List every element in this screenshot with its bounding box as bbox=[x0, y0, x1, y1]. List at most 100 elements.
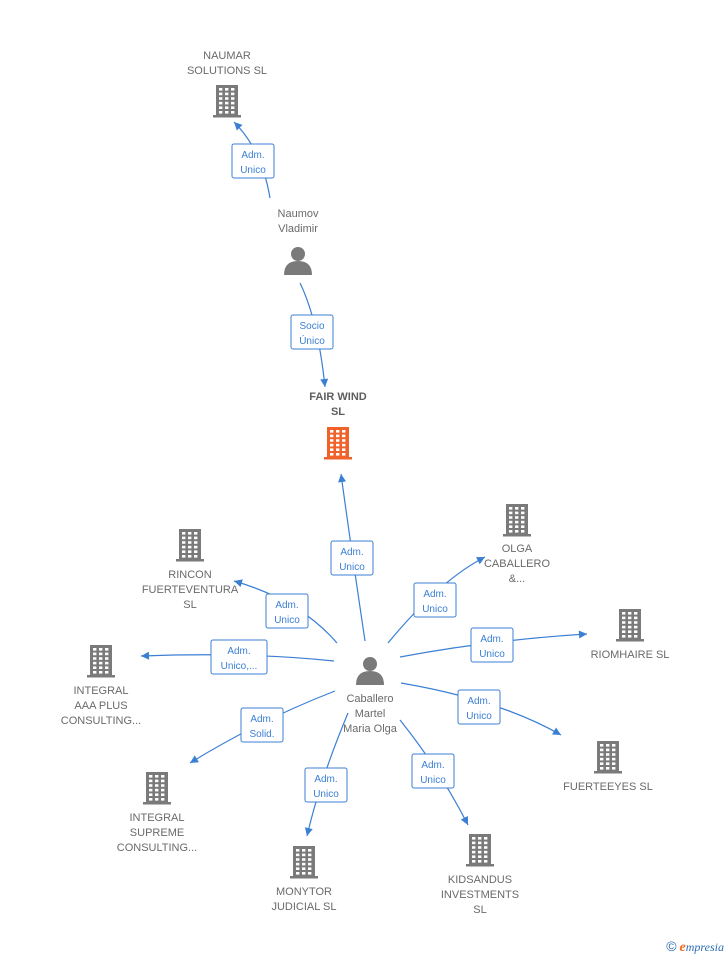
node-label-line: SL bbox=[331, 406, 345, 418]
edge-label-box bbox=[210, 639, 268, 675]
empresia-logo[interactable]: ©empresia bbox=[666, 938, 724, 956]
edge-label[interactable]: Adm. Unico bbox=[304, 767, 348, 803]
edge-label[interactable]: Adm.Unico bbox=[231, 143, 275, 179]
person-icon bbox=[356, 657, 384, 685]
node-label-line: OLGA bbox=[502, 543, 533, 555]
node-label-line: KIDSANDUS bbox=[448, 874, 512, 886]
edge-label[interactable]: Adm.Unico bbox=[413, 582, 457, 618]
node-monytor[interactable]: MONYTOR JUDICIAL SL bbox=[271, 846, 337, 913]
edge-label[interactable]: Adm. Solid. bbox=[240, 707, 284, 743]
node-naumar[interactable]: NAUMAR SOLUTIONS SL bbox=[187, 50, 267, 118]
edge-caballero-olga: Adm.Unico bbox=[387, 556, 486, 644]
edge-label[interactable]: Adm. Unico bbox=[330, 540, 374, 576]
arrowhead-icon bbox=[190, 755, 199, 763]
edge-label-line: Adm. bbox=[275, 600, 298, 611]
edge-label-line: Adm. bbox=[314, 774, 337, 785]
edge-label-line: Unico bbox=[313, 789, 339, 800]
node-label-line: SL bbox=[183, 599, 196, 611]
edge-label-box bbox=[413, 582, 457, 618]
arrowhead-icon bbox=[460, 816, 468, 825]
arrowhead-icon bbox=[304, 827, 313, 836]
person-icon bbox=[284, 247, 312, 275]
building-icon bbox=[143, 772, 171, 805]
building-icon bbox=[176, 529, 204, 562]
edge-label-line: Unico bbox=[422, 604, 448, 615]
edge-label-box bbox=[304, 767, 348, 803]
node-label-line: CONSULTING... bbox=[61, 715, 141, 727]
node-label-line: Vladimir bbox=[278, 223, 318, 235]
arrowhead-icon bbox=[476, 557, 485, 565]
node-olga[interactable]: OLGACABALLERO&... bbox=[484, 504, 550, 585]
edge-label[interactable]: Adm. Unico bbox=[265, 593, 309, 629]
arrowhead-icon bbox=[578, 630, 587, 639]
building-icon bbox=[290, 846, 318, 879]
edge-label-line: Unico bbox=[339, 562, 365, 573]
node-label-line: RIOMHAIRE SL bbox=[591, 649, 670, 661]
node-label-line: SOLUTIONS SL bbox=[187, 65, 267, 77]
brand-initial: e bbox=[679, 940, 686, 955]
edge-caballero-riomhaire: Adm. Unico bbox=[399, 627, 588, 663]
edge-label[interactable]: Adm. Unico bbox=[470, 627, 514, 663]
node-label-line: MONYTOR bbox=[276, 886, 332, 898]
arrowhead-icon bbox=[338, 474, 347, 483]
edge-caballero-rincon: Adm. Unico bbox=[233, 579, 338, 644]
edge-label[interactable]: Adm. Unico,... bbox=[210, 639, 268, 675]
building-icon bbox=[503, 504, 531, 537]
building-icon bbox=[324, 427, 352, 460]
edge-label-line: Adm. bbox=[480, 634, 503, 645]
building-icon bbox=[616, 609, 644, 642]
edges-layer: Adm.UnicoSocioÚnicoAdm.UnicoAdm.UnicoAdm… bbox=[140, 121, 588, 837]
node-label-line: AAA PLUS bbox=[74, 700, 127, 712]
edge-label-box bbox=[290, 314, 334, 350]
edge-label-line: Adm. bbox=[340, 547, 363, 558]
node-label-line: INTEGRAL bbox=[129, 812, 184, 824]
edge-caballero-fairwind: Adm. Unico bbox=[330, 473, 374, 642]
edge-label-line: Unico bbox=[274, 615, 300, 626]
edge-label[interactable]: Adm.Unico bbox=[457, 689, 501, 725]
edge-label-box bbox=[330, 540, 374, 576]
arrowhead-icon bbox=[234, 122, 243, 131]
node-label-line: NAUMAR bbox=[203, 50, 251, 62]
building-icon bbox=[87, 645, 115, 678]
node-integral_aaa[interactable]: INTEGRAL AAA PLUS CONSULTING... bbox=[61, 645, 141, 727]
node-label-line: INTEGRAL bbox=[73, 685, 128, 697]
edge-label-line: Unico bbox=[420, 775, 446, 786]
node-label-line: CABALLERO bbox=[484, 558, 550, 570]
node-label-line: INVESTMENTS bbox=[441, 889, 519, 901]
edge-label-line: Adm. bbox=[421, 760, 444, 771]
node-label-line: Maria Olga bbox=[343, 723, 398, 735]
edge-caballero-integral_supreme: Adm. Solid. bbox=[189, 690, 336, 764]
edge-label-line: Adm. bbox=[241, 150, 264, 161]
building-icon bbox=[466, 834, 494, 867]
edge-label-line: Adm. bbox=[227, 646, 250, 657]
edge-label-line: Único bbox=[299, 334, 325, 347]
edge-label-box bbox=[457, 689, 501, 725]
arrowhead-icon bbox=[141, 651, 150, 660]
edge-label-box bbox=[411, 753, 455, 789]
node-label-line: FUERTEEYES SL bbox=[563, 781, 653, 793]
edge-label-line: Adm. bbox=[250, 714, 273, 725]
node-label-line: SUPREME bbox=[130, 827, 184, 839]
edge-label[interactable]: Adm. Unico bbox=[411, 753, 455, 789]
edge-label-line: Unico bbox=[479, 649, 505, 660]
copyright-icon: © bbox=[666, 938, 677, 954]
edge-label-box bbox=[265, 593, 309, 629]
node-label-line: Naumov bbox=[278, 208, 319, 220]
edge-label-line: Unico,... bbox=[221, 661, 258, 672]
node-label-line: FUERTEVENTURA bbox=[142, 584, 239, 596]
edge-caballero-fuerteeyes: Adm.Unico bbox=[400, 682, 562, 736]
node-fuerteeyes[interactable]: FUERTEEYES SL bbox=[563, 741, 653, 793]
node-riomhaire[interactable]: RIOMHAIRE SL bbox=[591, 609, 670, 661]
edge-caballero-kidsandus: Adm. Unico bbox=[399, 719, 469, 826]
node-integral_supreme[interactable]: INTEGRALSUPREMECONSULTING... bbox=[117, 772, 197, 854]
edge-label-line: Solid. bbox=[249, 729, 274, 740]
node-label-line: JUDICIAL SL bbox=[271, 901, 336, 913]
